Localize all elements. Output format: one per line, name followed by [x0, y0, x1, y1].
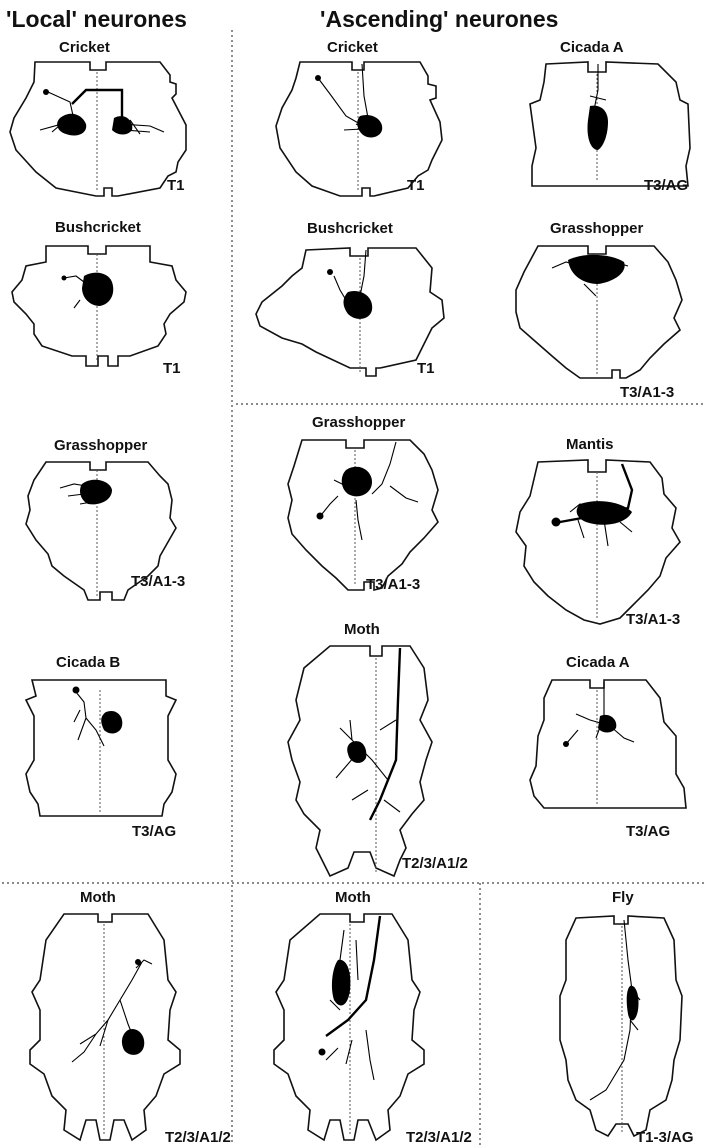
panel-label: T1 [163, 360, 181, 377]
panel-label: T2/3/A1/2 [402, 855, 468, 872]
panel-asc-bushcricket: Bushcricket T1 [256, 220, 444, 377]
panel-asc-grasshopper-1: Grasshopper T3/A1-3 [516, 220, 682, 401]
panel-title: Cricket [59, 39, 110, 56]
ganglion-outline [274, 914, 424, 1140]
ganglion-outline [26, 680, 176, 816]
panel-label: T3/AG [132, 823, 176, 840]
panel-label: T1-3/AG [636, 1129, 694, 1146]
panel-title: Moth [80, 889, 116, 906]
panel-title: Moth [344, 621, 380, 638]
ganglion-outline [530, 680, 686, 808]
panel-asc-moth-2: Moth T2/3/A1/2 [274, 889, 472, 1146]
panel-title: Cricket [327, 39, 378, 56]
panel-label: T3/A1-3 [626, 611, 680, 628]
panel-local-bushcricket: Bushcricket T1 [12, 219, 186, 377]
panel-local-grasshopper: Grasshopper T3/A1-3 [26, 437, 185, 600]
ganglion-outline [12, 246, 186, 366]
panel-local-cicada-b: Cicada B T3/AG [26, 654, 176, 840]
panel-local-moth: Moth T2/3/A1/2 [30, 889, 231, 1146]
ganglion-outline [530, 62, 690, 186]
panel-local-cricket: Cricket T1 [10, 39, 186, 196]
ganglion-outline [516, 460, 680, 624]
panel-label: T3/AG [644, 177, 688, 194]
ascending-neurones-header: 'Ascending' neurones [320, 6, 558, 32]
panel-asc-cicada-a-1: Cicada A T3/AG [530, 39, 690, 194]
panel-title: Moth [335, 889, 371, 906]
panel-asc-fly: Fly T1-3/AG [560, 889, 694, 1146]
panel-label: T3/A1-3 [620, 384, 674, 401]
ganglion-outline [288, 440, 438, 590]
ganglion-outline [30, 914, 180, 1140]
panel-label: T1 [407, 177, 425, 194]
panel-title: Cicada A [566, 654, 630, 671]
ganglion-outline [10, 62, 186, 196]
panel-title: Grasshopper [550, 220, 644, 237]
panel-title: Cicada B [56, 654, 120, 671]
panel-title: Cicada A [560, 39, 624, 56]
panel-label: T2/3/A1/2 [406, 1129, 472, 1146]
panel-title: Mantis [566, 436, 614, 453]
panel-label: T3/A1-3 [366, 576, 420, 593]
panel-asc-cricket: Cricket T1 [276, 39, 442, 196]
panel-label: T1 [417, 360, 435, 377]
panel-label: T3/A1-3 [131, 573, 185, 590]
panel-asc-grasshopper-2: Grasshopper T3/A1-3 [288, 414, 438, 593]
panel-asc-moth-1: Moth T2/3/A1/2 [288, 621, 468, 876]
panel-title: Grasshopper [312, 414, 406, 431]
panel-label: T3/AG [626, 823, 670, 840]
panel-title: Bushcricket [55, 219, 141, 236]
panel-label: T2/3/A1/2 [165, 1129, 231, 1146]
panel-title: Grasshopper [54, 437, 148, 454]
panel-asc-mantis: Mantis T3/A1-3 [516, 436, 680, 628]
panel-title: Fly [612, 889, 634, 906]
panel-label: T1 [167, 177, 185, 194]
panel-title: Bushcricket [307, 220, 393, 237]
ganglion-outline [560, 916, 682, 1136]
local-neurones-header: 'Local' neurones [6, 6, 187, 32]
panel-asc-cicada-a-2: Cicada A T3/AG [530, 654, 686, 840]
